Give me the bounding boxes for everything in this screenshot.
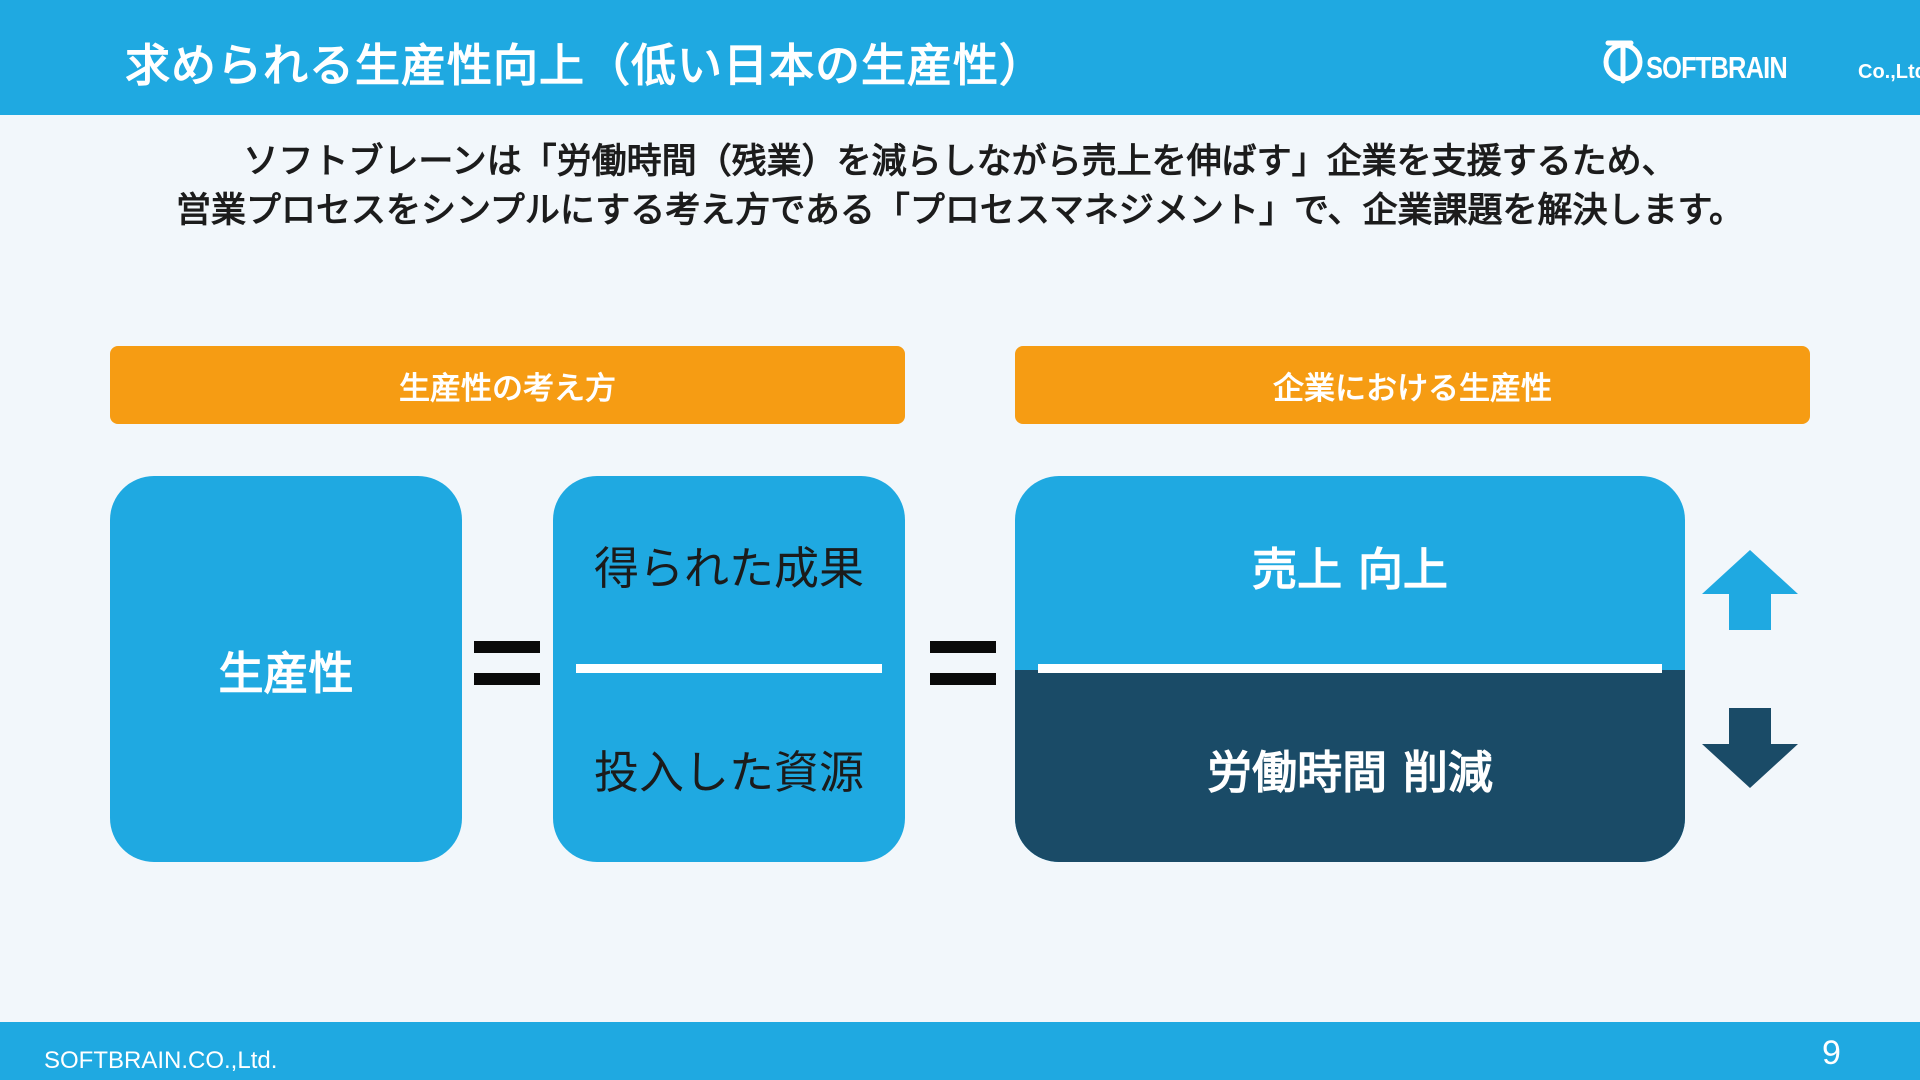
fraction-denominator: 投入した資源 bbox=[593, 746, 864, 799]
working-hours-reduction-text: 労働時間 削減 bbox=[1207, 746, 1493, 799]
arrow-down-icon bbox=[1702, 708, 1798, 788]
equals-bar-bottom bbox=[930, 673, 996, 685]
arrow-up-icon bbox=[1702, 550, 1798, 630]
logo-brand: SOFTBRAIN bbox=[1646, 50, 1788, 85]
softbrain-logo: SOFTBRAIN Co.,Ltd. bbox=[1602, 38, 1920, 90]
equals-bar-top bbox=[930, 641, 996, 653]
softbrain-logo-mark-icon bbox=[1603, 40, 1643, 84]
slide-title: 求められる生産性向上（低い日本の生産性） bbox=[125, 39, 1046, 92]
fraction-numerator: 得られた成果 bbox=[593, 542, 864, 595]
slide-header bbox=[0, 0, 1920, 115]
sales-increase-text: 売上 向上 bbox=[1252, 543, 1448, 596]
intro-line-1: ソフトブレーンは「労働時間（残業）を減らしながら売上を伸ばす」企業を支援するため… bbox=[243, 142, 1677, 182]
equals-sign bbox=[474, 641, 540, 685]
logo-text: SOFTBRAIN Co.,Ltd. bbox=[1646, 48, 1920, 94]
company-productivity-heading: 企業における生産性 bbox=[1015, 346, 1810, 424]
company-fraction-divider bbox=[1038, 664, 1662, 673]
logo-suffix: Co.,Ltd. bbox=[1858, 61, 1920, 83]
page-number: 9 bbox=[1822, 1034, 1841, 1072]
slide-footer bbox=[0, 1022, 1920, 1080]
equals-sign-second bbox=[930, 641, 996, 685]
equals-bar-bottom bbox=[474, 673, 540, 685]
intro-line-2: 営業プロセスをシンプルにする考え方である「プロセスマネジメント」で、企業課題を解… bbox=[175, 191, 1744, 231]
intro-text: ソフトブレーンは「労働時間（残業）を減らしながら売上を伸ばす」企業を支援するため… bbox=[0, 138, 1920, 236]
productivity-concept-heading: 生産性の考え方 bbox=[110, 346, 905, 424]
productivity-box: 生産性 bbox=[110, 476, 462, 862]
fraction-divider bbox=[576, 664, 882, 673]
company-lower-half bbox=[1015, 670, 1685, 862]
equals-bar-top bbox=[474, 641, 540, 653]
footer-company: SOFTBRAIN.CO.,Ltd. bbox=[44, 1047, 278, 1074]
